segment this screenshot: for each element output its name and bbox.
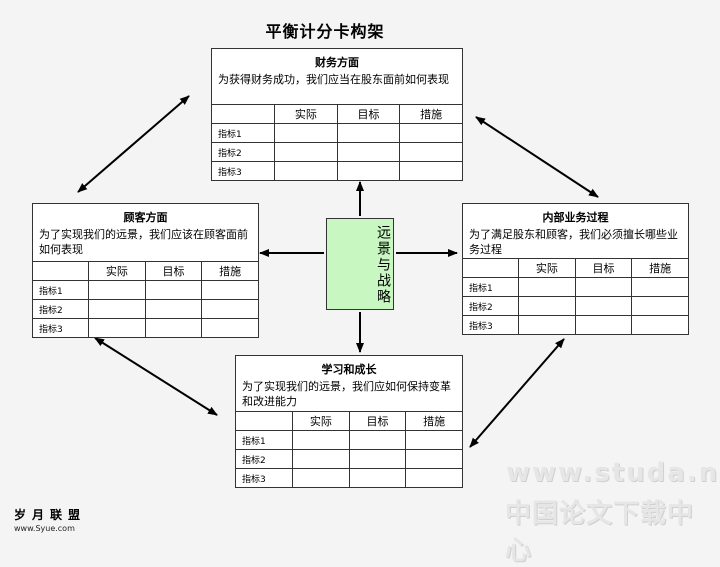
table-row: 指标2 — [32, 299, 259, 319]
column-header: 实际 — [274, 104, 338, 124]
table-row: 指标3 — [32, 318, 259, 338]
table-header-row: 实际 目标 措施 — [211, 104, 463, 124]
row-label: 指标2 — [32, 299, 89, 319]
arrow-learning-internal — [469, 338, 565, 448]
table-row: 指标2 — [462, 296, 689, 316]
watermark-name: 中国论文下载中心 — [505, 499, 695, 566]
table-row: 指标2 — [235, 449, 463, 469]
watermark-url: www.studa.net — [506, 458, 720, 488]
column-header: 目标 — [574, 258, 633, 278]
customer-box: 顾客方面 为了实现我们的远景，我们应该在顾客面前如何表现 实际 目标 措施 指标… — [32, 203, 259, 338]
customer-table: 实际 目标 措施 指标1 指标2 指标3 — [32, 261, 259, 338]
brand-logo: 岁月联盟 — [14, 508, 87, 522]
vision-strategy-label: 远景与战略 — [375, 225, 391, 305]
learning-description: 为了实现我们的远景，我们应如何保持变革和改进能力 — [242, 380, 451, 408]
finance-box: 财务方面 为获得财务成功，我们应当在股东面前如何表现 实际 目标 措施 指标1 … — [211, 48, 463, 181]
table-row: 指标3 — [235, 468, 463, 488]
brand-url: www.Syue.com — [14, 524, 75, 533]
table-row: 指标2 — [211, 142, 463, 162]
finance-table: 实际 目标 措施 指标1 指标2 指标3 — [211, 104, 463, 181]
internal-description: 为了满足股东和顾客，我们必须擅长哪些业务过程 — [469, 228, 678, 256]
customer-heading: 顾客方面 — [123, 211, 168, 224]
table-header-row: 实际 目标 措施 — [235, 411, 463, 431]
row-label: 指标2 — [462, 296, 519, 316]
column-header: 实际 — [518, 258, 576, 278]
table-row: 指标1 — [462, 277, 689, 297]
customer-description: 为了实现我们的远景，我们应该在顾客面前如何表现 — [39, 228, 248, 256]
table-header-row: 实际 目标 措施 — [32, 261, 259, 281]
internal-heading: 内部业务过程 — [542, 211, 609, 224]
column-header: 实际 — [292, 411, 350, 431]
column-header: 实际 — [88, 261, 146, 281]
vision-strategy-box: 远景与战略 — [326, 218, 394, 310]
row-label: 指标1 — [32, 280, 89, 300]
column-header: 目标 — [336, 104, 401, 124]
table-row: 指标3 — [462, 315, 689, 335]
finance-heading: 财务方面 — [315, 56, 359, 69]
arrows-layer — [77, 95, 599, 448]
learning-box: 学习和成长 为了实现我们的远景，我们应如何保持变革和改进能力 实际 目标 措施 … — [235, 355, 463, 488]
column-header: 措施 — [631, 258, 689, 278]
row-label: 指标2 — [235, 449, 293, 469]
row-label: 指标3 — [462, 315, 519, 335]
column-header: 措施 — [399, 104, 463, 124]
table-row: 指标1 — [211, 123, 463, 143]
finance-description: 为获得财务成功，我们应当在股东面前如何表现 — [218, 73, 449, 86]
table-header-row: 实际 目标 措施 — [462, 258, 689, 278]
column-header: 目标 — [348, 411, 407, 431]
table-row: 指标1 — [32, 280, 259, 300]
internal-box: 内部业务过程 为了满足股东和顾客，我们必须擅长哪些业务过程 实际 目标 措施 指… — [462, 203, 689, 335]
learning-table: 实际 目标 措施 指标1 指标2 指标3 — [235, 411, 463, 488]
row-label: 指标3 — [235, 468, 293, 488]
column-header: 措施 — [201, 261, 259, 281]
row-label: 指标1 — [462, 277, 519, 297]
column-header: 措施 — [405, 411, 463, 431]
arrow-finance-internal — [475, 116, 599, 198]
table-row: 指标1 — [235, 430, 463, 450]
diagram-title: 平衡计分卡构架 — [265, 22, 385, 41]
column-header: 目标 — [144, 261, 203, 281]
row-label: 指标2 — [211, 142, 275, 162]
row-label: 指标1 — [235, 430, 293, 450]
table-row: 指标3 — [211, 161, 463, 181]
arrow-customer-finance — [77, 95, 190, 193]
learning-heading: 学习和成长 — [321, 363, 377, 376]
arrow-customer-learning — [94, 337, 218, 416]
row-label: 指标3 — [211, 161, 275, 181]
row-label: 指标3 — [32, 318, 89, 338]
row-label: 指标1 — [211, 123, 275, 143]
internal-table: 实际 目标 措施 指标1 指标2 指标3 — [462, 258, 689, 335]
